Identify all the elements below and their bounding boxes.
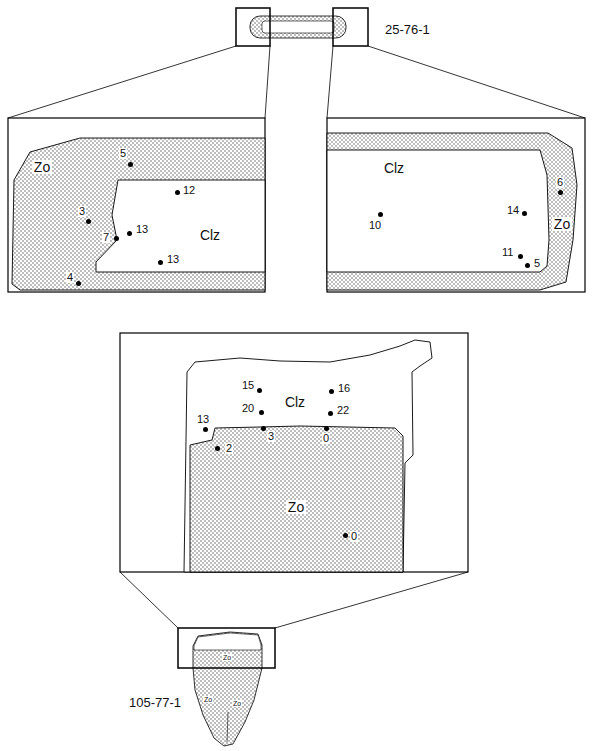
callout-number: 13	[135, 224, 149, 235]
analysis-spot	[203, 427, 208, 432]
zoom-line	[8, 46, 236, 118]
callout-number: 13	[166, 254, 180, 265]
analysis-spot	[175, 190, 180, 195]
zone-label: Zo	[222, 654, 232, 661]
zone-outline	[190, 426, 403, 572]
callout-number: 5	[533, 258, 541, 269]
zoom-line	[368, 46, 585, 118]
zone-shape	[184, 340, 432, 572]
zoom-line	[120, 572, 178, 628]
analysis-spot	[518, 254, 523, 259]
inset-frame	[327, 118, 585, 292]
zone-label: Zo	[552, 217, 572, 231]
analysis-spot	[558, 190, 563, 195]
zone-label: Clz	[283, 395, 307, 409]
analysis-spot	[257, 388, 262, 393]
analysis-spot	[158, 260, 163, 265]
callout-number: 10	[368, 220, 382, 231]
sample-number: 105-77-1	[128, 696, 182, 709]
zone-label-holder: Clz	[198, 226, 222, 244]
callout-number: 0	[350, 531, 358, 542]
callout-number: 16	[337, 383, 351, 394]
crystal-section	[193, 632, 262, 746]
inset-frame	[120, 333, 468, 572]
zone-label-holder: Clz	[283, 393, 307, 411]
callout-number: 14	[506, 205, 520, 216]
zone-shape	[327, 133, 577, 290]
analysis-spot	[378, 212, 383, 217]
zone-outline	[96, 180, 265, 272]
callout-number: 13	[196, 414, 210, 425]
callout-number: 12	[182, 185, 196, 196]
analysis-spot	[259, 410, 264, 415]
analysis-spot	[324, 426, 329, 431]
zoom-box	[236, 8, 270, 46]
callout-number: 3	[78, 206, 86, 217]
crystal-rim	[194, 633, 261, 650]
zoom-line	[265, 46, 270, 118]
callout-number: 7	[102, 232, 110, 243]
zoisite-zone: ZoClz	[12, 138, 265, 290]
callout-number: 20	[241, 403, 255, 414]
callout-number: 22	[336, 405, 350, 416]
analysis-spot	[215, 446, 220, 451]
analysis-spot	[522, 211, 527, 216]
crystal-rim	[250, 16, 346, 38]
analysis-spot	[127, 231, 132, 236]
callout-number: 4	[66, 272, 74, 283]
zone-label: Clz	[382, 161, 406, 175]
sample-number: 25-76-1	[384, 23, 431, 36]
analysis-spot	[525, 263, 530, 268]
analysis-spot	[114, 236, 119, 241]
zoom-box	[178, 628, 275, 668]
zone-shape	[12, 138, 265, 290]
zone-shape	[190, 426, 403, 572]
callout-number: 5	[119, 148, 127, 159]
zoom-line	[327, 46, 333, 118]
callout-number: 11	[501, 247, 514, 258]
zoisite-zone: Zo	[190, 426, 403, 572]
crystal-core	[262, 21, 334, 33]
zone-label-holder: Zo	[552, 215, 572, 233]
callout-number: 15	[241, 380, 255, 391]
callout-number: 0	[322, 433, 330, 444]
zone-label: Zo	[32, 160, 52, 174]
clinozoisite-zone: ClzZo	[184, 340, 432, 572]
zone-label: Zo	[286, 500, 306, 514]
zone-label: Clz	[198, 228, 222, 242]
analysis-spot	[128, 162, 133, 167]
zoom-line	[275, 572, 468, 628]
analysis-spot	[86, 219, 91, 224]
callout-number: 6	[556, 177, 564, 188]
zone-label: Zo	[203, 696, 213, 703]
zone-label-holder: Zo	[286, 498, 306, 516]
zoom-box	[333, 8, 368, 46]
analysis-spot	[261, 426, 266, 431]
callout-number: 3	[267, 431, 275, 442]
callout-number: 2	[225, 443, 233, 454]
zone-shape	[96, 180, 265, 272]
analysis-spot	[76, 281, 81, 286]
zone-label: Zo	[232, 700, 242, 707]
zone-shape	[327, 150, 549, 272]
analysis-spot	[329, 389, 334, 394]
zone-label-holder: Zo	[32, 158, 52, 176]
analysis-spot	[328, 411, 333, 416]
zone-label-holder: Clz	[382, 159, 406, 177]
inset-frame	[8, 118, 265, 292]
grain-boundary	[227, 712, 228, 742]
clinozoisite-zone: Clz	[96, 180, 265, 272]
analysis-spot	[343, 533, 348, 538]
